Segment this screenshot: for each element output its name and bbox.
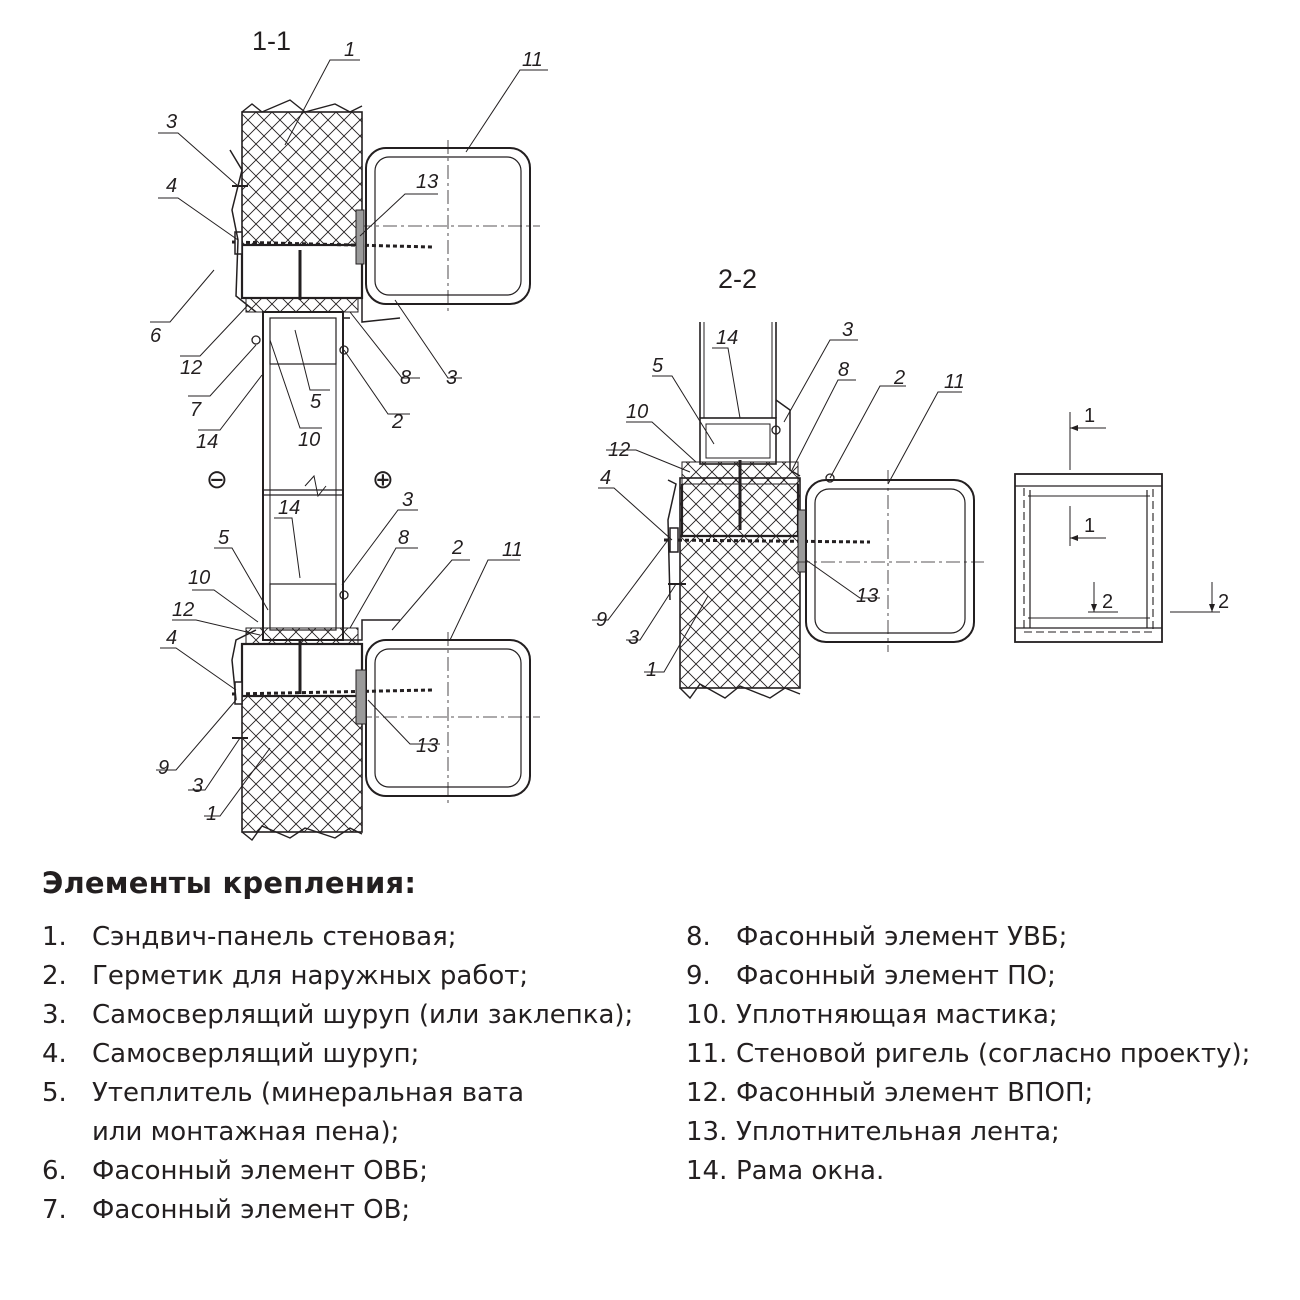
callout-1-1-h: 8 <box>400 367 411 389</box>
window-frame-2-2 <box>699 417 777 465</box>
callout-1-1-s: 2 <box>451 537 463 559</box>
legend-left-column: 1.Сэндвич-панель стеновая; 2.Герметик дл… <box>42 922 634 1225</box>
callout-2-2-c: 5 <box>652 355 664 377</box>
callout-1-1-aa: 1 <box>206 803 217 825</box>
callout-1-1-y: 9 <box>158 757 169 779</box>
callout-1-1-f: 6 <box>150 325 162 347</box>
callout-2-2-e: 2 <box>893 367 905 389</box>
callout-2-2-a: 14 <box>716 327 738 349</box>
callout-1-1-c: 11 <box>522 49 543 71</box>
callout-1-1-q: 14 <box>278 497 300 519</box>
callout-1-1-p: 5 <box>218 527 230 549</box>
callout-1-1-v: 12 <box>172 599 194 621</box>
callout-1-1-b: 3 <box>166 111 177 133</box>
upper-flashing <box>240 243 364 300</box>
legend-heading: Элементы крепления: <box>42 866 417 900</box>
callout-2-2-d: 8 <box>838 359 849 381</box>
callout-2-2-h: 12 <box>608 439 630 461</box>
callout-2-2-f: 11 <box>944 371 965 393</box>
callout-1-1-n: 10 <box>298 429 320 451</box>
legend-right-column: 8.Фасонный элемент УВБ; 9.Фасонный элеме… <box>686 922 1251 1186</box>
callout-1-1-e: 13 <box>416 171 438 193</box>
callout-2-2-i: 4 <box>600 467 611 489</box>
callout-2-2-g: 10 <box>626 401 648 423</box>
section-2-2-title: 2-2 <box>718 264 757 294</box>
frame-view-drawing: 1 1 2 2 <box>1014 405 1229 643</box>
callout-1-1-r: 8 <box>398 527 409 549</box>
callout-1-1-l: 2 <box>391 411 403 433</box>
callout-2-2-m: 1 <box>646 659 657 681</box>
callout-1-1-t: 11 <box>502 539 523 561</box>
technical-drawing: 1-1 ⊖ ⊕ <box>150 26 1229 842</box>
callout-2-2-l: 3 <box>628 627 639 649</box>
section-2-2-drawing: 2-2 <box>592 264 984 700</box>
callout-1-1-w: 4 <box>166 627 177 649</box>
callout-1-1-g: 12 <box>180 357 202 379</box>
callout-1-1-k: 5 <box>310 391 322 413</box>
plus-sign: ⊕ <box>372 464 394 494</box>
callout-1-1-m: 14 <box>196 431 218 453</box>
girder-2-2 <box>805 479 975 643</box>
lower-flashing <box>240 642 364 698</box>
callout-1-1-j: 7 <box>190 399 202 421</box>
callout-1-1-i: 3 <box>446 367 457 389</box>
view-mark-1-top: 1 <box>1084 405 1095 427</box>
callout-1-1-u: 10 <box>188 567 210 589</box>
callout-1-1-z: 3 <box>192 775 203 797</box>
callout-1-1-o: 3 <box>402 489 413 511</box>
callout-1-1-d: 4 <box>166 175 177 197</box>
minus-sign: ⊖ <box>206 464 228 494</box>
section-1-1-drawing: 1-1 ⊖ ⊕ <box>150 26 548 842</box>
callout-2-2-b: 3 <box>842 319 853 341</box>
callout-2-2-k: 9 <box>596 609 607 631</box>
callout-1-1-a: 1 <box>344 39 355 61</box>
view-mark-2-left: 2 <box>1102 591 1113 613</box>
callout-2-2-j: 13 <box>856 585 878 607</box>
section-1-1-title: 1-1 <box>252 26 291 56</box>
callout-1-1-x: 13 <box>416 735 438 757</box>
view-mark-2-right: 2 <box>1218 591 1229 613</box>
frame-view-outline <box>1014 473 1163 643</box>
view-mark-1-mid: 1 <box>1084 515 1095 537</box>
